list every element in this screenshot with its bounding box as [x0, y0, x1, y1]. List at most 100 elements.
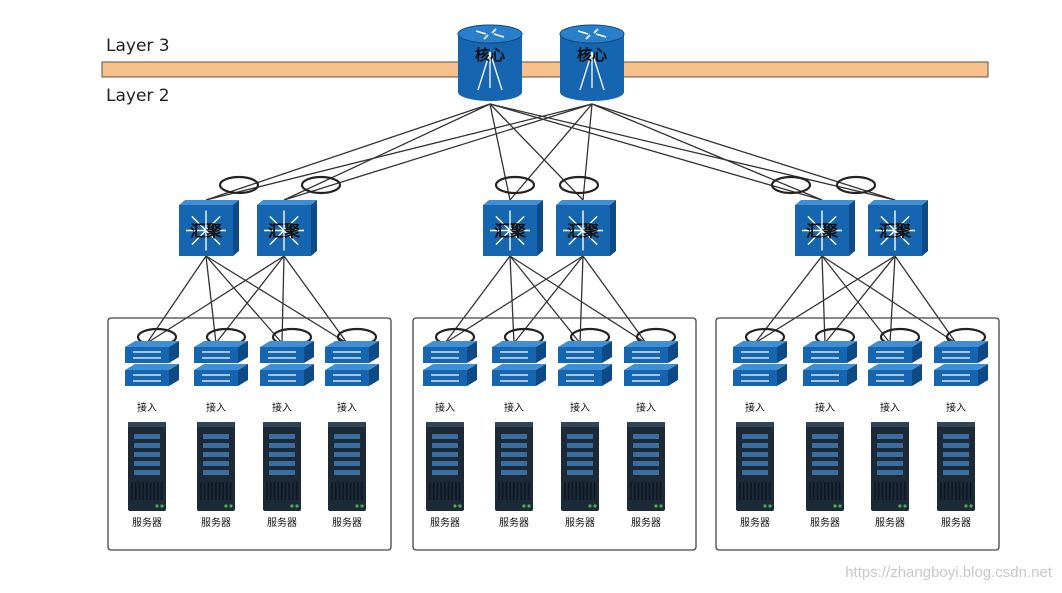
layer2-label: Layer 2 — [106, 86, 170, 106]
server-label: 服务器 — [631, 516, 661, 529]
access-switch-pod1-4: 接入 — [325, 341, 379, 414]
server-drive — [812, 434, 838, 439]
aggregation-label: 汇聚 — [567, 222, 600, 241]
arrow-icon — [632, 374, 660, 382]
access-switch-pod2-4: 接入 — [624, 341, 678, 414]
server-drive — [269, 452, 295, 457]
status-led-icon — [593, 504, 597, 508]
server-label: 服务器 — [740, 516, 770, 529]
arrow-icon — [333, 374, 361, 382]
access-switch-body — [868, 370, 912, 386]
arrow-icon — [283, 215, 299, 231]
access-switch-body — [558, 370, 602, 386]
access-switch-top — [624, 341, 678, 347]
access-switch-body — [803, 370, 847, 386]
server-drive — [134, 434, 160, 439]
arrow-icon — [491, 28, 497, 34]
server-drive — [567, 461, 593, 466]
access-switch-top — [125, 364, 179, 370]
server-drive — [203, 452, 229, 457]
access-switch-top — [934, 341, 988, 347]
link-line — [283, 103, 593, 201]
arrow-icon — [807, 215, 823, 231]
server-drive — [943, 470, 969, 475]
status-led-icon — [229, 504, 233, 508]
server-drive — [134, 443, 160, 448]
arrow-icon — [500, 374, 528, 382]
server-drive — [432, 461, 458, 466]
aggregation-switch-side — [922, 200, 928, 256]
aggregation-label: 汇聚 — [879, 222, 912, 241]
access-switch-top — [325, 341, 379, 347]
link-line — [591, 103, 823, 201]
link-line — [283, 103, 491, 201]
server-label: 服务器 — [810, 516, 840, 529]
access-switch-pod3-4: 接入 — [934, 341, 988, 414]
access-switch-body — [423, 370, 467, 386]
link-line — [509, 255, 515, 344]
access-switch-body — [260, 370, 304, 386]
status-led-icon — [898, 504, 902, 508]
access-switch-body — [325, 347, 369, 363]
status-led-icon — [659, 504, 663, 508]
server-pod2-3: 服务器 — [561, 422, 599, 529]
link-line — [509, 103, 593, 201]
status-led-icon — [527, 504, 531, 508]
status-led-icon — [964, 504, 968, 508]
arrow-icon — [585, 34, 591, 40]
access-switch-body — [260, 347, 304, 363]
arrow-icon — [268, 374, 296, 382]
server-pod3-4: 服务器 — [937, 422, 975, 529]
aggregation-switch-5: 汇聚 — [795, 200, 855, 256]
access-label: 接入 — [570, 401, 590, 414]
arrow-icon — [595, 33, 607, 38]
server-drive — [812, 461, 838, 466]
arrow-icon — [880, 215, 896, 231]
aggregation-ring — [558, 175, 600, 195]
server-pod1-1: 服务器 — [128, 422, 166, 529]
watermark-text: https://zhangboyi.blog.csdn.net — [845, 564, 1052, 581]
access-switch-side — [169, 364, 179, 386]
core-label: 核心 — [475, 46, 505, 64]
arrow-icon — [475, 30, 487, 35]
arrow-icon — [477, 51, 503, 91]
arrow-icon — [807, 230, 823, 246]
access-label: 接入 — [206, 401, 226, 414]
access-switch-top — [558, 364, 612, 370]
arrow-icon — [500, 351, 528, 359]
aggregation-label: 汇聚 — [806, 222, 839, 241]
access-switch-top — [260, 341, 314, 347]
access-switch-top — [733, 341, 787, 347]
access-switch-top — [868, 364, 922, 370]
server-drive — [334, 470, 360, 475]
link-line — [205, 103, 593, 201]
access-switch-side — [304, 341, 314, 363]
server-drive — [742, 434, 768, 439]
server-top-bar — [495, 422, 533, 427]
devices: 核心核心汇聚汇聚汇聚汇聚汇聚汇聚接入服务器接入服务器接入服务器接入服务器接入服务… — [125, 24, 988, 529]
link-line — [591, 103, 896, 201]
access-switch-side — [602, 341, 612, 363]
aggregation-ring — [770, 175, 812, 195]
aggregation-switch-side — [537, 200, 543, 256]
server-drive — [812, 470, 838, 475]
access-switch-pod3-2: 接入 — [803, 341, 857, 414]
status-led-icon — [160, 504, 164, 508]
server-label: 服务器 — [499, 516, 529, 529]
status-led-icon — [224, 504, 228, 508]
access-switch-top — [868, 341, 922, 347]
server-drive — [334, 452, 360, 457]
access-switch-body — [125, 347, 169, 363]
server-drive — [742, 443, 768, 448]
access-switch-side — [777, 341, 787, 363]
pod-box — [412, 317, 697, 551]
aggregation-switch-4: 汇聚 — [556, 200, 616, 256]
server-drive — [633, 452, 659, 457]
aggregation-label: 汇聚 — [494, 222, 527, 241]
access-switch-top — [194, 341, 248, 347]
server-drive — [501, 470, 527, 475]
access-switch-top — [325, 364, 379, 370]
status-led-icon — [654, 504, 658, 508]
access-switch-pod1-1: 接入 — [125, 341, 179, 414]
access-switch-side — [978, 364, 988, 386]
